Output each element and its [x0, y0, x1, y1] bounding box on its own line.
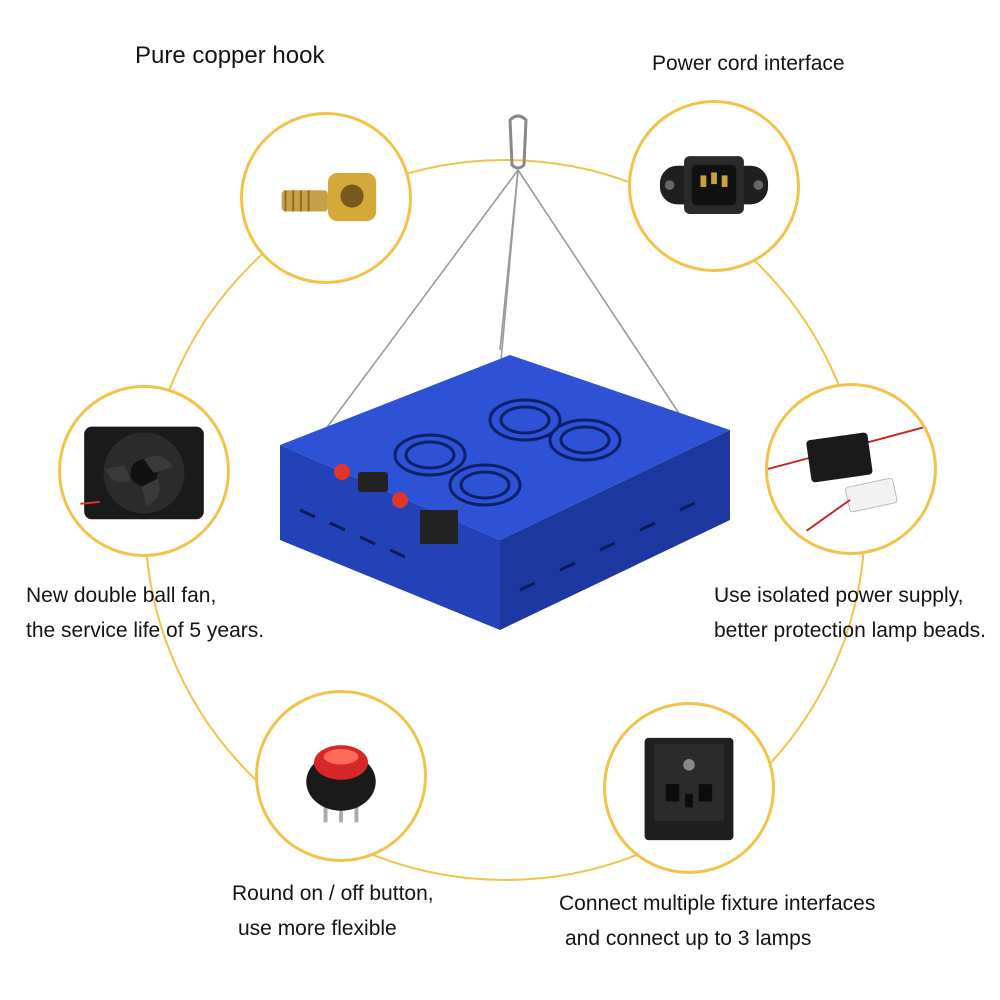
outlet-circle — [603, 702, 775, 874]
power-cord-caption: Power cord interface — [652, 46, 845, 81]
switch-caption-line1: Round on / off button, — [232, 882, 434, 905]
lamp-switch-1 — [334, 464, 350, 480]
power-socket-icon — [659, 156, 769, 214]
switch-caption: Round on / off button, use more flexible — [232, 876, 434, 946]
power-cord-circle — [628, 100, 800, 272]
power-supply-circle — [765, 383, 937, 555]
hook-caption: Pure copper hook — [135, 38, 324, 73]
lamp-vents — [299, 501, 696, 592]
fan-caption-line2: the service life of 5 years. — [26, 619, 265, 642]
power-supply-caption-line2: better protection lamp beads. — [714, 619, 986, 642]
hook-caption-text: Pure copper hook — [135, 42, 325, 69]
fan-circle — [58, 385, 230, 557]
power-supply-caption-line1: Use isolated power supply, — [714, 584, 964, 607]
outlet-caption-line2: and connect up to 3 lamps — [565, 927, 812, 950]
lamp-side-face — [500, 430, 730, 630]
universal-outlet-icon — [644, 737, 734, 841]
switch-caption-line2: use more flexible — [238, 917, 397, 940]
copper-hook-circle — [240, 112, 412, 284]
power-supply-caption: Use isolated power supply, better protec… — [714, 578, 986, 648]
rocker-switch-icon — [306, 745, 376, 823]
power-driver-icon — [768, 423, 934, 532]
cooling-fan-icon — [80, 426, 204, 520]
led-grow-light-image — [280, 114, 730, 630]
fan-caption-line1: New double ball fan, — [26, 584, 217, 607]
switch-circle — [255, 690, 427, 862]
lamp-front-face — [280, 445, 500, 630]
fan-caption: New double ball fan, the service life of… — [26, 578, 264, 648]
outlet-caption: Connect multiple fixture interfaces and … — [559, 886, 875, 956]
copper-hook-icon — [281, 172, 377, 222]
outlet-caption-line1: Connect multiple fixture interfaces — [559, 892, 876, 915]
power-cord-caption-text: Power cord interface — [652, 52, 845, 75]
lamp-power-inlet — [358, 472, 388, 492]
hanging-carabiner — [508, 114, 528, 170]
lamp-switch-2 — [392, 492, 408, 508]
lamp-fans — [393, 398, 622, 507]
lamp-outlet — [420, 510, 458, 544]
lamp-top-face — [280, 355, 730, 540]
